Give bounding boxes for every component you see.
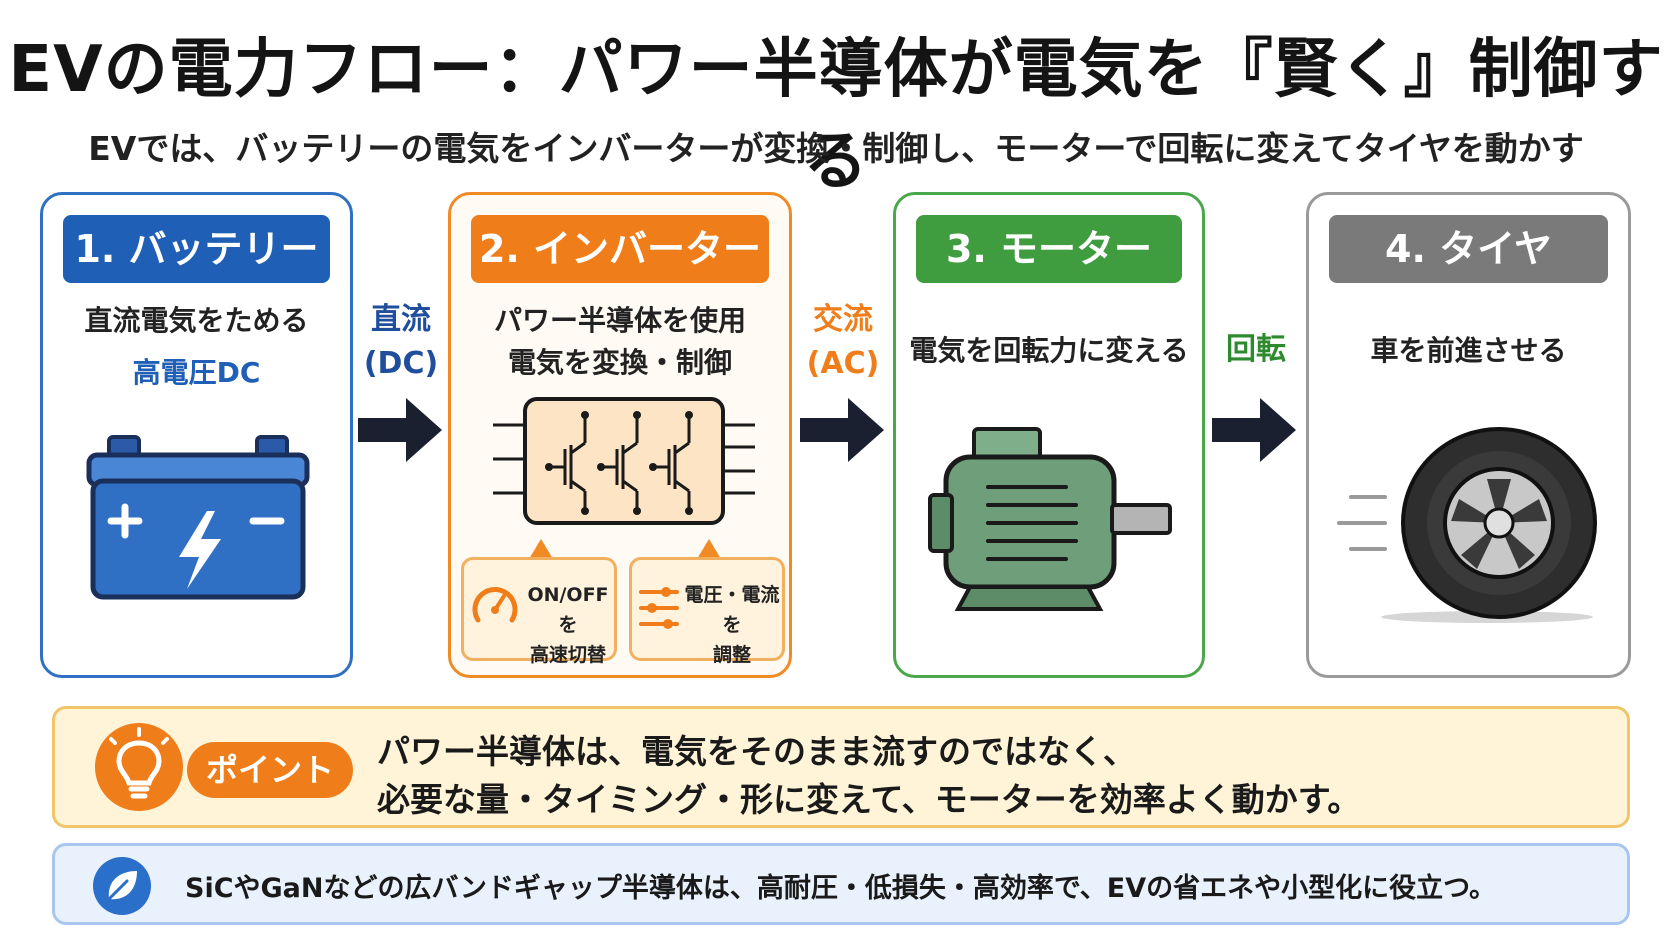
connector-ac: 交流 (AC) xyxy=(796,298,890,386)
lightbulb-icon xyxy=(95,723,183,811)
battery-card: 1. バッテリー 直流電気をためる 高電圧DC xyxy=(40,192,353,678)
connector-dc-line2: (DC) xyxy=(363,346,439,381)
battery-icon xyxy=(86,435,310,600)
point-badge: ポイント xyxy=(187,742,353,798)
battery-voltage: 高電圧DC xyxy=(132,356,261,389)
tire-icon xyxy=(1337,427,1597,623)
inverter-header: 2. インバーター xyxy=(471,215,769,283)
connector-ac-line1: 交流 xyxy=(813,302,873,337)
inverter-card: 2. インバーター パワー半導体を使用 電気を変換・制御 xyxy=(448,192,792,678)
feature-switching: ON/OFFを 高速切替 xyxy=(461,557,617,666)
connector-rotation-line1: 回転 xyxy=(1226,332,1286,367)
connector-ac-line2: (AC) xyxy=(806,346,880,381)
arrow-right-icon xyxy=(800,398,884,462)
connector-rotation: 回転 xyxy=(1208,328,1304,372)
leaf-icon xyxy=(93,857,151,915)
page-subtitle: EVでは、バッテリーの電気をインバーターが変換・制御し、モーターで回転に変えてタ… xyxy=(88,129,1584,168)
pointer-up-icon xyxy=(697,539,721,559)
point-box: ポイント パワー半導体は、電気をそのまま流すのではなく、 必要な量・タイミング・… xyxy=(52,706,1630,828)
battery-desc: 直流電気をためる xyxy=(84,304,309,337)
feature-adjust-line1: 電圧・電流を xyxy=(684,584,780,636)
connector-dc: 直流 (DC) xyxy=(356,298,446,386)
connector-dc-line1: 直流 xyxy=(371,302,431,337)
inverter-desc-line2: 電気を変換・制御 xyxy=(507,346,732,379)
battery-header: 1. バッテリー xyxy=(63,215,330,283)
feature-adjust: 電圧・電流を 調整 xyxy=(629,557,785,666)
motor-desc: 電気を回転力に変える xyxy=(909,334,1189,367)
info-text: SiCやGaNなどの広バンドギャップ半導体は、高耐圧・低損失・高効率で、EVの省… xyxy=(185,873,1497,904)
motor-icon xyxy=(928,427,1172,611)
tire-header: 4. タイヤ xyxy=(1329,215,1608,283)
arrow-right-icon xyxy=(1212,398,1296,462)
tire-card: 4. タイヤ 車を前進させる xyxy=(1306,192,1631,678)
feature-adjust-line2: 調整 xyxy=(712,644,751,666)
motor-card: 3. モーター 電気を回転力に変える xyxy=(893,192,1205,678)
feature-switching-line2: 高速切替 xyxy=(529,644,606,666)
pointer-up-icon xyxy=(529,539,553,559)
tire-desc: 車を前進させる xyxy=(1370,334,1567,367)
info-box: SiCやGaNなどの広バンドギャップ半導体は、高耐圧・低損失・高効率で、EVの省… xyxy=(52,843,1630,925)
feature-switching-line1: ON/OFFを xyxy=(527,584,609,636)
sliders-icon xyxy=(639,587,679,629)
arrow-right-icon xyxy=(358,398,442,462)
point-line2: 必要な量・タイミング・形に変えて、モーターを効率よく動かす。 xyxy=(377,780,1361,819)
inverter-desc-line1: パワー半導体を使用 xyxy=(493,304,746,337)
page-title: EVの電力フロー：パワー半導体が電気を『賢く』制御する xyxy=(8,33,1664,199)
speedometer-icon xyxy=(472,587,518,623)
point-line1: パワー半導体は、電気をそのまま流すのではなく、 xyxy=(377,732,1136,771)
motor-header: 3. モーター xyxy=(916,215,1182,283)
inverter-circuit-icon xyxy=(493,397,755,525)
